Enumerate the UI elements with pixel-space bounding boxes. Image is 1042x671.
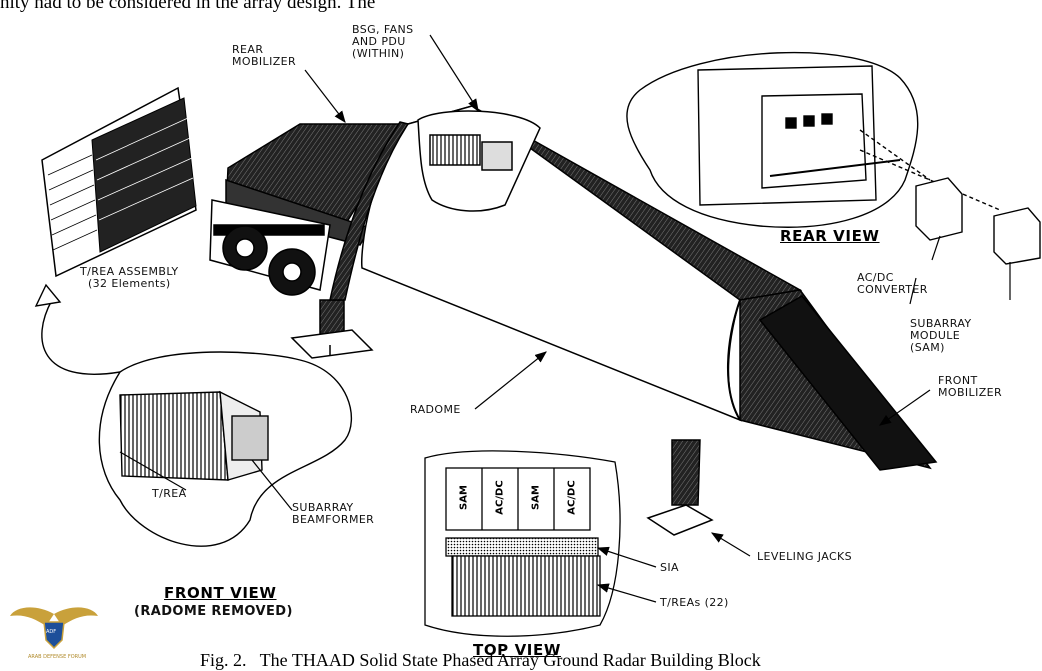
label-sia: SIA (660, 561, 679, 574)
rear-view-drawing (626, 51, 1041, 265)
label-treas-22: T/REAs (22) (660, 596, 729, 609)
figure-caption: Fig. 2. The THAAD Solid State Phased Arr… (200, 650, 761, 670)
label-trea-assembly: T/REA ASSEMBLY (32 Elements) (80, 265, 179, 290)
top-view-module-label: AC/DC (494, 480, 506, 515)
label-radome-removed: (RADOME REMOVED) (134, 604, 293, 619)
label-subarray-beamformer: SUBARRAY BEAMFORMER (292, 501, 375, 526)
label-trea: T/REA (152, 487, 187, 500)
label-front-mobilizer: FRONT MOBILIZER (938, 374, 1003, 399)
front-view-drawing (98, 351, 353, 547)
label-top-view: TOP VIEW (473, 641, 561, 659)
top-view-drawing (424, 450, 621, 637)
body-text-top: nity had to be considered in the array d… (0, 0, 376, 13)
label-front-view: FRONT VIEW (164, 584, 277, 602)
leader-lines (119, 34, 1011, 603)
label-leveling-jacks: LEVELING JACKS (757, 550, 853, 563)
radar-body (209, 105, 938, 536)
logo-abbrev: ADF (46, 629, 57, 635)
top-view-module-label: SAM (458, 485, 470, 510)
eagle-wings-icon (10, 607, 98, 650)
label-rear-view: REAR VIEW (780, 227, 880, 245)
label-bsg-fans-pdu: BSG, FANS AND PDU (WITHIN) (352, 23, 414, 60)
logo-name: ARAB DEFENSE FORUM (28, 654, 87, 660)
label-radome: RADOME (410, 403, 461, 416)
label-acdc-converter: AC/DC CONVERTER (857, 271, 928, 296)
label-subarray-module: SUBARRAY MODULE (SAM) (910, 317, 972, 354)
top-view-module-label: SAM (530, 485, 542, 510)
top-view-module-label: AC/DC (566, 480, 578, 515)
label-rear-mobilizer: REAR MOBILIZER (232, 43, 297, 68)
assembly-arrow (41, 299, 121, 375)
arab-defense-forum-logo: ADF ARAB DEFENSE FORUM (6, 600, 102, 666)
trea-assembly-drawing (41, 86, 197, 278)
